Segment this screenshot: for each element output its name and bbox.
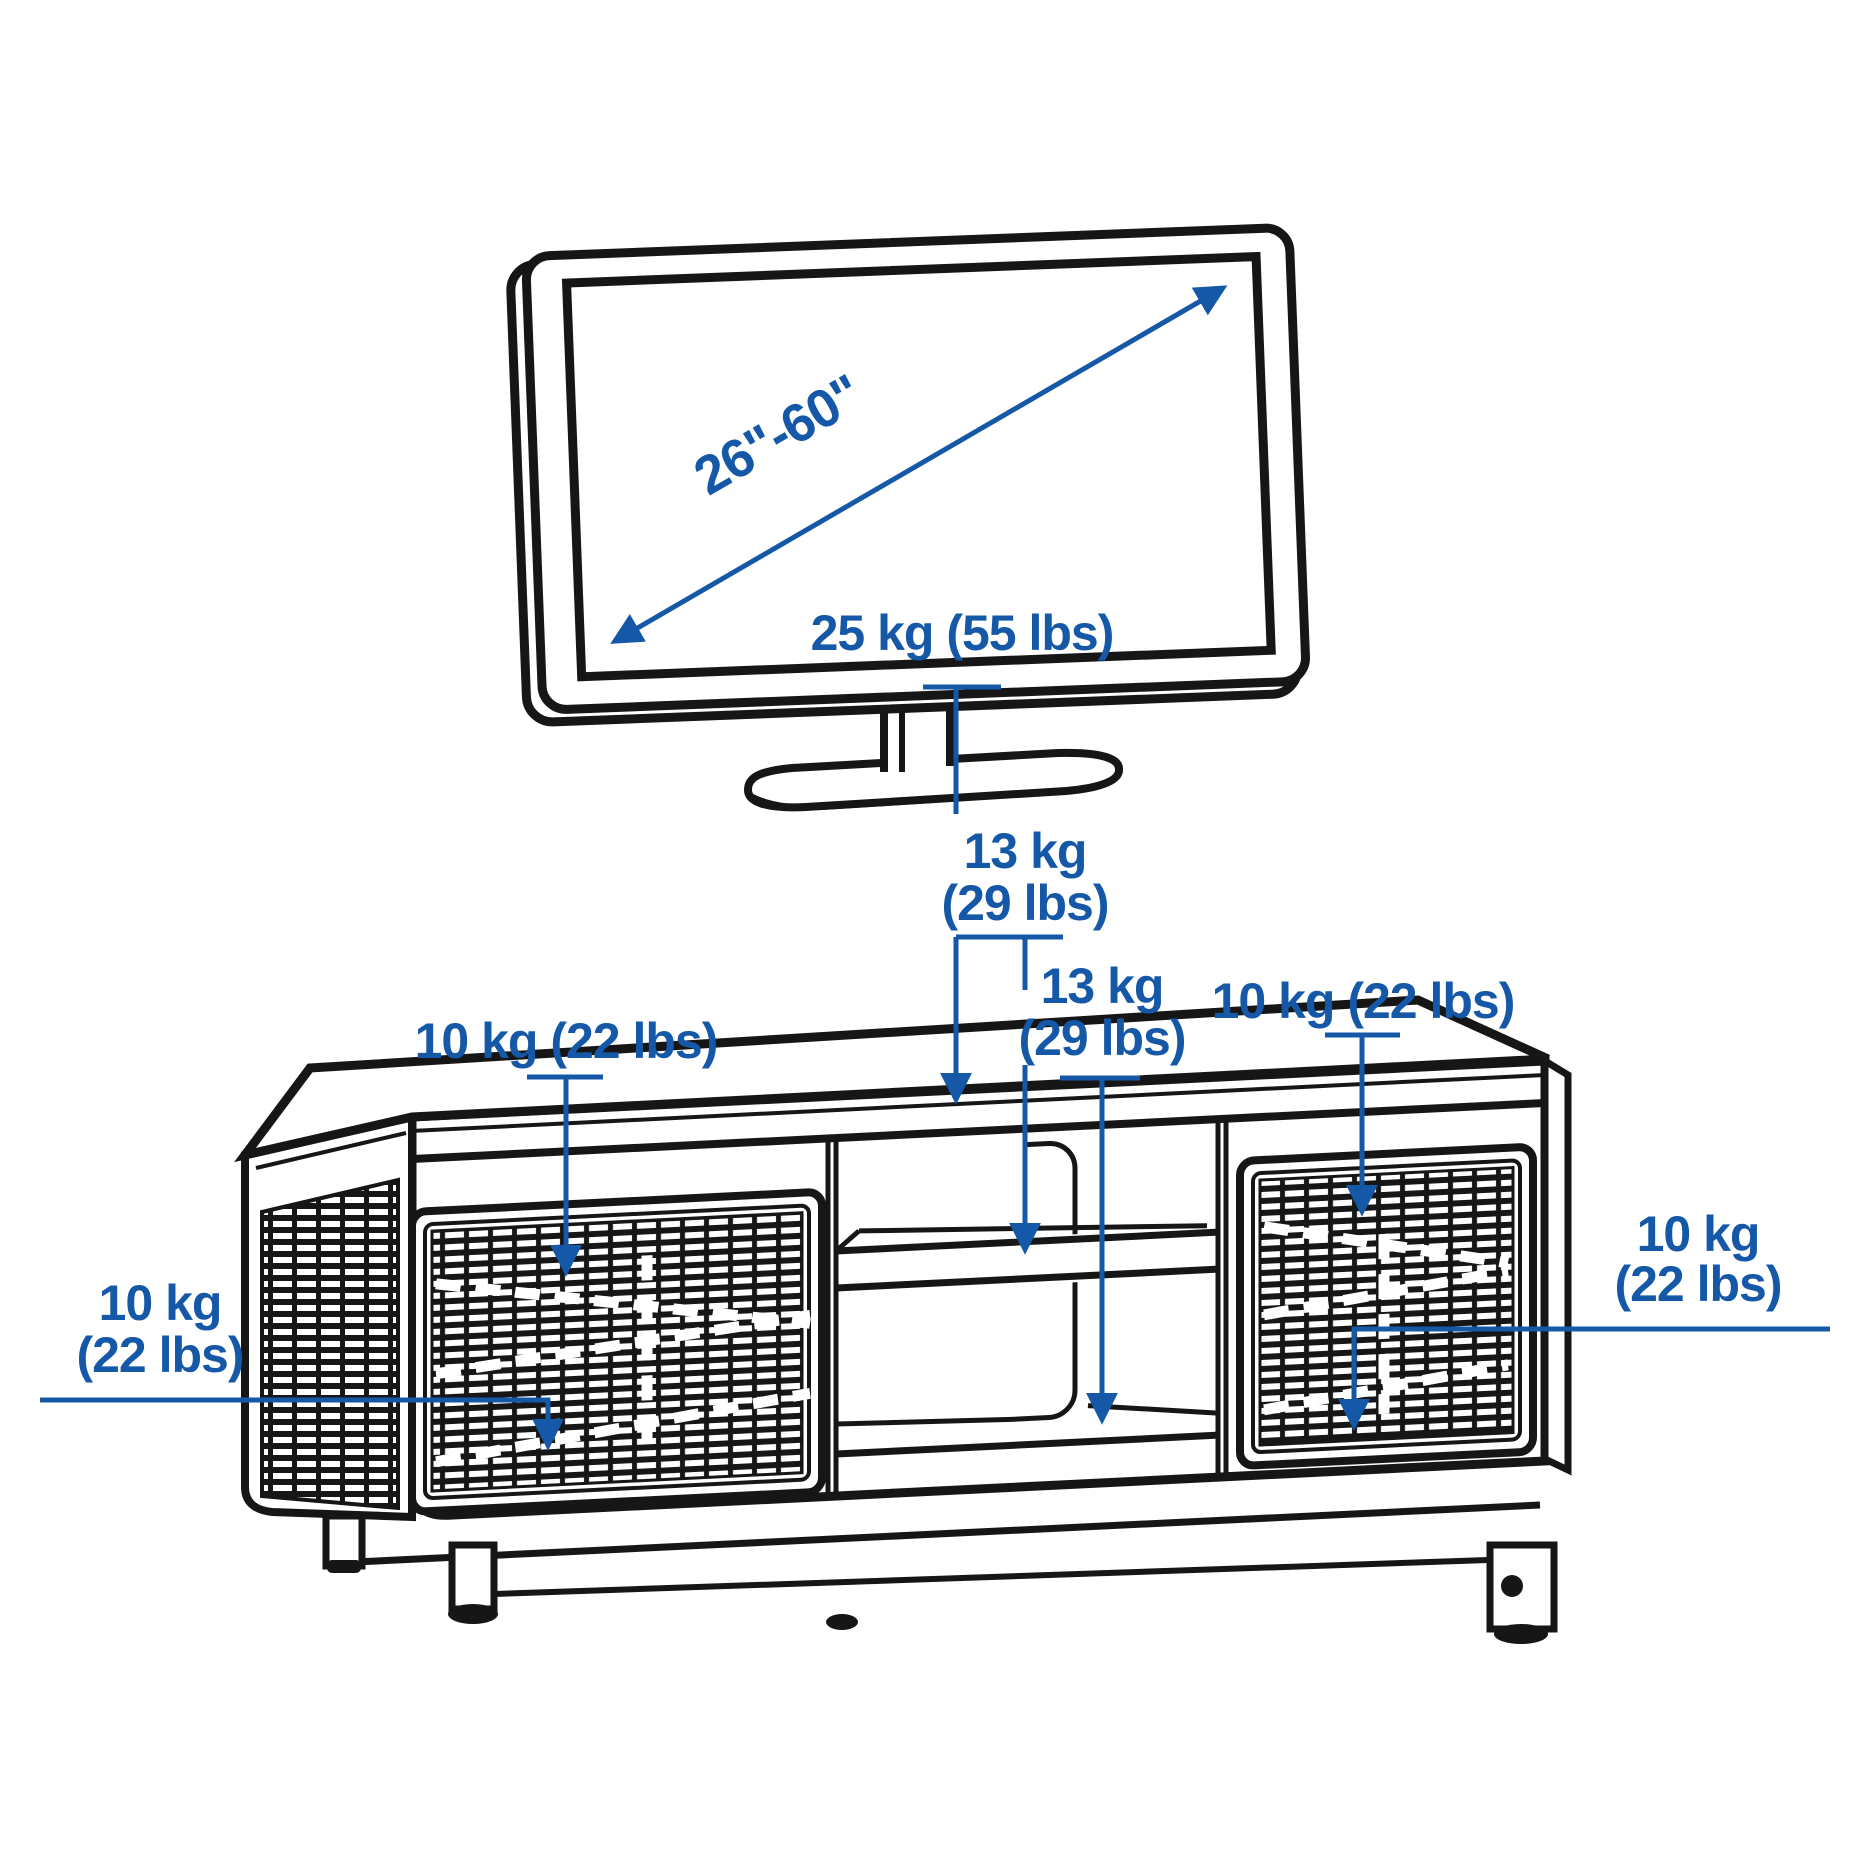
top-panel-lower-edge	[412, 1098, 1545, 1163]
cable-cutout-upper	[1026, 1140, 1078, 1235]
right-door-side-load-line1: 10 kg	[1637, 1206, 1760, 1262]
leg-bolt-hole	[1501, 1575, 1523, 1597]
diagonal-measure-arrow-icon	[610, 285, 1228, 644]
down-arrow-icon	[1337, 1326, 1830, 1431]
bench-middle-foot	[826, 1614, 858, 1630]
right-door	[1236, 1143, 1537, 1470]
left-door-top-load-label: 10 kg (22 lbs)	[415, 1013, 718, 1069]
bench-front-face	[407, 1056, 1550, 1520]
right-door-top-load-annotation: 10 kg (22 lbs)	[1212, 973, 1515, 1217]
left-door-weave-highlights	[435, 1255, 811, 1468]
left-door-side-load-annotation: 10 kg (22 lbs)	[40, 1275, 565, 1451]
bench-right-end-edge	[1541, 1054, 1572, 1476]
lower-load-label-line2: (29 lbs)	[1018, 1010, 1185, 1066]
tv-illustration: 26"-60"	[506, 223, 1310, 727]
bench-leg-back-left	[322, 1512, 366, 1573]
upper-load-label-line1: 13 kg	[964, 823, 1087, 879]
left-door-side-load-line2: (22 lbs)	[76, 1327, 243, 1383]
left-door	[408, 1188, 826, 1516]
upper-load-label-line2: (29 lbs)	[941, 875, 1108, 931]
tv-max-load-annotation: 25 kg (55 lbs)	[811, 605, 1114, 814]
bench-leg-front-left	[448, 1541, 498, 1624]
bench-base	[322, 1501, 1558, 1644]
tv-stand-base-rim	[750, 773, 1118, 811]
right-door-side-load-line2: (22 lbs)	[1614, 1256, 1781, 1312]
middle-open-compartments	[825, 1118, 1229, 1495]
bottom-compartment-floor-edge	[836, 1431, 1218, 1458]
tv-max-load-label: 25 kg (55 lbs)	[811, 605, 1114, 661]
right-door-top-load-label: 10 kg (22 lbs)	[1212, 973, 1515, 1029]
bench-leg-right	[1486, 1541, 1558, 1644]
right-door-weave-highlights	[1262, 1221, 1510, 1416]
upper-shelf-load-annotation: 13 kg (29 lbs)	[939, 823, 1110, 1255]
left-door-side-load-line1: 10 kg	[99, 1275, 222, 1331]
bench-top-surface	[234, 995, 1550, 1163]
left-door-mesh	[430, 1211, 804, 1493]
base-rail	[493, 1557, 1489, 1597]
side-panel-mesh	[260, 1177, 400, 1511]
bench-left-side-panel	[241, 1111, 416, 1522]
right-door-side-load-annotation: 10 kg (22 lbs)	[1337, 1206, 1830, 1431]
down-arrow-icon	[40, 1397, 565, 1451]
plinth-bottom-edge	[354, 1501, 1541, 1566]
lower-load-label-line1: 13 kg	[1041, 958, 1164, 1014]
lower-compartment-load-annotation: 13 kg (29 lbs)	[1018, 958, 1187, 1425]
left-door-top-load-annotation: 10 kg (22 lbs)	[415, 1013, 718, 1277]
